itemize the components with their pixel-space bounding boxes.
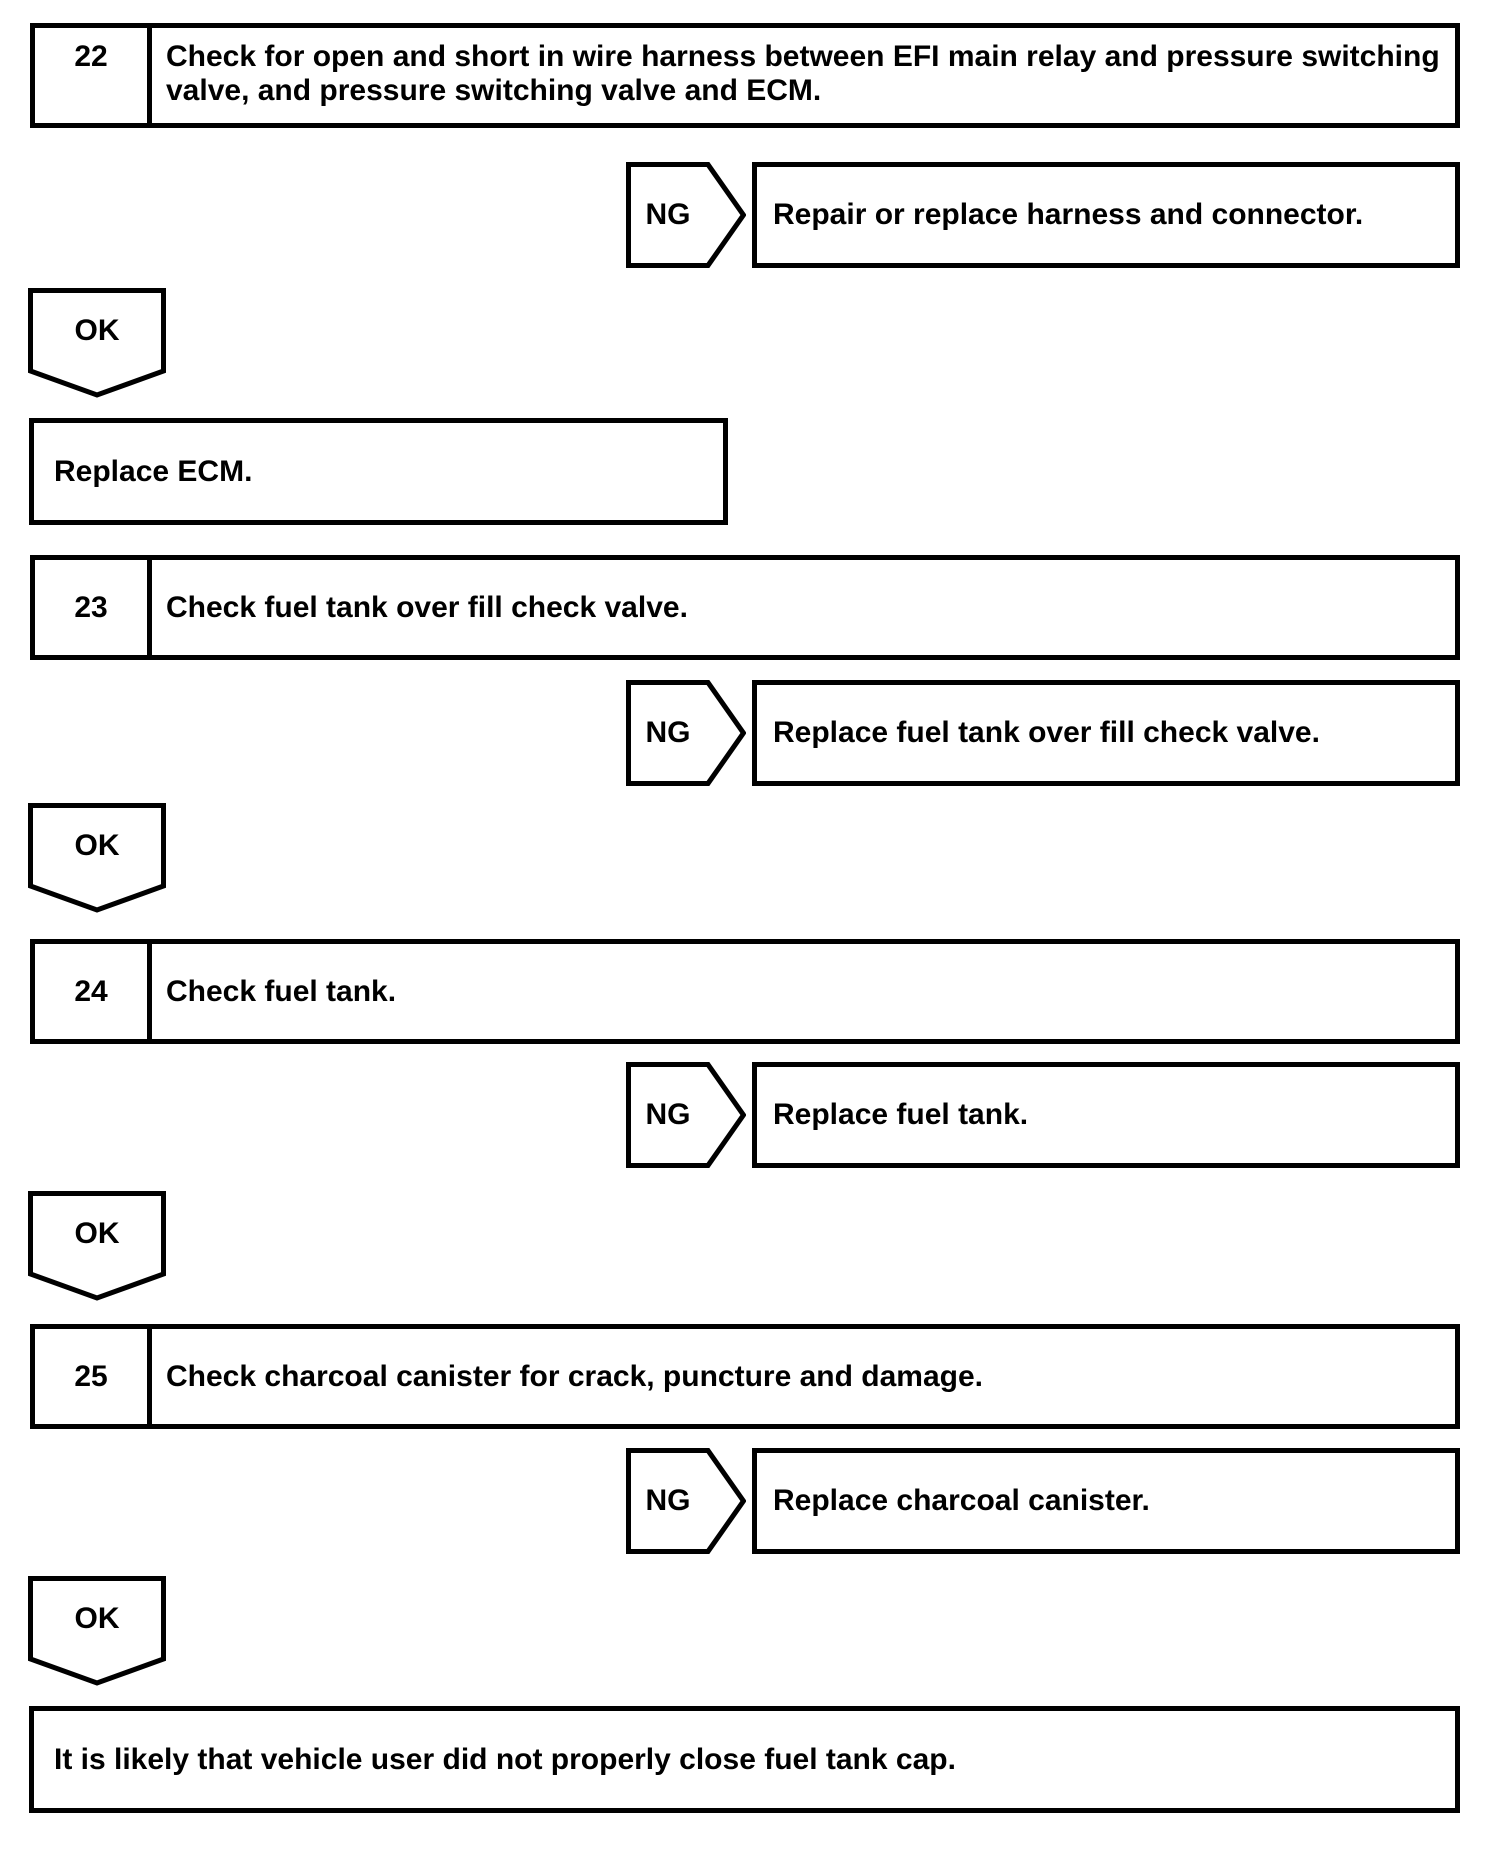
ng-result-text: Replace charcoal canister.	[773, 1484, 1150, 1517]
ok-pentagon-icon	[28, 803, 166, 913]
ng-label: NG	[645, 198, 691, 231]
ok-label: OK	[74, 828, 120, 862]
ok-pentagon-icon	[28, 1191, 166, 1301]
ok-arrow: OK	[28, 1576, 166, 1686]
step-instruction: Check fuel tank.	[166, 974, 397, 1008]
ng-result-text: Replace fuel tank.	[773, 1098, 1029, 1131]
ng-pentagon-icon	[626, 162, 746, 268]
ng-label: NG	[645, 716, 691, 749]
ok-arrow: OK	[28, 1191, 166, 1301]
ok-arrow: OK	[28, 288, 166, 398]
ok-arrow: OK	[28, 803, 166, 913]
step-box: 24 Check fuel tank.	[30, 939, 1460, 1044]
ng-pentagon-icon	[626, 1062, 746, 1168]
ok-label: OK	[74, 1601, 120, 1635]
ng-arrow: NG	[626, 680, 746, 786]
ng-result-box: Replace fuel tank over fill check valve.	[752, 680, 1460, 786]
ng-arrow: NG	[626, 162, 746, 268]
step-box: 22 Check for open and short in wire harn…	[30, 23, 1460, 128]
step-number: 24	[35, 944, 152, 1039]
step-number: 25	[35, 1329, 152, 1424]
step-box: 25 Check charcoal canister for crack, pu…	[30, 1324, 1460, 1429]
ng-result-box: Repair or replace harness and connector.	[752, 162, 1460, 268]
ng-label: NG	[645, 1098, 691, 1131]
ok-pentagon-icon	[28, 288, 166, 398]
ng-pentagon-icon	[626, 680, 746, 786]
ng-arrow: NG	[626, 1448, 746, 1554]
conclusion-text: It is likely that vehicle user did not p…	[54, 1742, 956, 1776]
step-instruction: Check fuel tank over fill check valve.	[166, 590, 688, 624]
action-box: Replace ECM.	[29, 418, 728, 525]
step-number: 23	[35, 560, 152, 655]
ng-result-text: Repair or replace harness and connector.	[773, 198, 1364, 231]
ng-arrow: NG	[626, 1062, 746, 1168]
ok-label: OK	[74, 313, 120, 347]
ng-label: NG	[645, 1484, 691, 1517]
ok-pentagon-icon	[28, 1576, 166, 1686]
step-instruction: Check charcoal canister for crack, punct…	[166, 1359, 983, 1393]
ng-result-text: Replace fuel tank over fill check valve.	[773, 716, 1320, 749]
step-number: 22	[35, 28, 152, 123]
conclusion-box: It is likely that vehicle user did not p…	[29, 1706, 1460, 1813]
ng-pentagon-icon	[626, 1448, 746, 1554]
action-text: Replace ECM.	[54, 454, 253, 488]
ok-label: OK	[74, 1216, 120, 1250]
ng-result-box: Replace fuel tank.	[752, 1062, 1460, 1168]
ng-result-box: Replace charcoal canister.	[752, 1448, 1460, 1554]
step-instruction: Check for open and short in wire harness…	[166, 40, 1440, 107]
step-box: 23 Check fuel tank over fill check valve…	[30, 555, 1460, 660]
